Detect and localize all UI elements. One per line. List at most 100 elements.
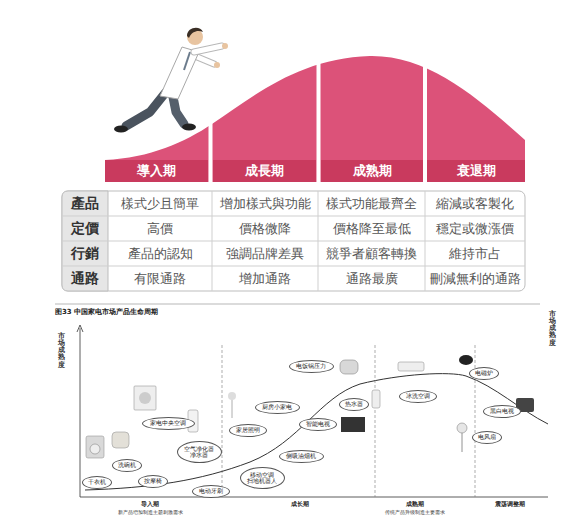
appliance-name: 电风扇 <box>478 434 496 440</box>
table-cell: 縮減或客製化 <box>425 191 525 216</box>
phase-divider <box>375 345 376 497</box>
ac-fan <box>139 392 151 404</box>
stage-band: 成長期 <box>213 160 316 182</box>
axis-title: 市场成熟度 <box>549 311 556 347</box>
appliance-name: 洗碗机 <box>118 462 136 468</box>
table-cell: 價格降至最低 <box>318 216 425 241</box>
axis-arrow <box>77 325 83 332</box>
stage-dividers <box>211 30 426 184</box>
stage-band: 導入期 <box>105 160 208 182</box>
washer-icon <box>86 436 104 458</box>
stage-name: 導入期 <box>137 162 176 180</box>
appliance-name: 黑白电视 <box>490 408 514 414</box>
phase-name: 成长期 <box>291 500 309 509</box>
stage-name: 成熟期 <box>353 162 392 180</box>
washer-door <box>90 444 100 454</box>
appliance-name: 冰洗空调 <box>406 393 430 399</box>
appliance-name: 智能电视 <box>306 421 330 427</box>
appliance-name: 侧吸油烟机 <box>286 453 316 459</box>
table-cell: 通路最廣 <box>318 266 425 291</box>
appliance-name: 家电中央空调 <box>150 420 186 426</box>
man-tie <box>184 52 190 70</box>
appliance-name: 电饭锅压力 <box>296 363 326 369</box>
table-cell: 增加通路 <box>212 266 318 291</box>
man-leg <box>126 92 166 126</box>
appliance-name: 家居照明 <box>236 427 260 433</box>
man-shoe <box>182 124 196 131</box>
appliance-bubble: 电磁炉 <box>469 367 499 380</box>
phase-divider <box>222 345 223 497</box>
x-axis <box>80 497 548 498</box>
appliance-name: 厨房小家电 <box>262 404 292 410</box>
phase-dividers <box>222 345 475 497</box>
cooker-icon <box>112 432 129 448</box>
appliance-name: 热水器 <box>345 401 363 407</box>
ac-unit-icon <box>134 386 156 410</box>
table-cell: 增加樣式與功能 <box>212 191 318 216</box>
appliance-bubble: 侧吸油烟机 <box>279 450 324 463</box>
table-cell: 維持市占 <box>425 241 525 266</box>
row-header: 定價 <box>62 216 108 241</box>
phase-name: 导入期 <box>141 500 159 509</box>
appliance-name: 空气净化器 净水器 <box>184 446 214 459</box>
appliance-bubble: 冰洗空调 <box>399 390 437 403</box>
divider <box>317 30 321 184</box>
axis-title: 市场成熟度 <box>58 333 65 369</box>
appliance-bubble: 厨房小家电 <box>255 401 300 414</box>
divider <box>209 30 213 184</box>
table-cell: 產品的認知 <box>108 241 212 266</box>
phase-note: 新产品增加制造主题刺激需求 <box>118 509 183 515</box>
table-cell: 高價 <box>108 216 212 241</box>
appliance-name: 干衣机 <box>88 479 106 485</box>
man-arm <box>194 46 222 52</box>
lamp-shade <box>228 392 236 400</box>
appliance-bubble: 电饭锅压力 <box>289 360 334 373</box>
table-cell: 穩定或微漲價 <box>425 216 525 241</box>
table-cell: 樣式功能最齊全 <box>318 191 425 216</box>
stage-name: 成長期 <box>245 162 284 180</box>
appliance-bubble: 电风扇 <box>472 431 502 444</box>
figure-title: 图33 中国家电市场产品生命周期 <box>55 307 158 317</box>
phase-note: 传统产品升级制造主要需求 <box>385 509 445 515</box>
col-line <box>318 191 319 291</box>
man-hand <box>222 43 228 49</box>
appliance-bubble: 热水器 <box>339 398 369 411</box>
heater-icon <box>372 390 380 408</box>
appliance-bubble: 洗碗机 <box>112 459 142 472</box>
appliance-bubble: 干衣机 <box>82 476 112 489</box>
table-cell: 刪減無利的通路 <box>425 266 525 291</box>
row-line <box>62 241 525 242</box>
stage-band: 成熟期 <box>321 160 423 182</box>
table-cell: 樣式少且簡單 <box>108 191 212 216</box>
man-hair <box>187 28 203 38</box>
appliance-bubble: 移动空调 扫地机器人 <box>240 467 285 489</box>
man-shoe <box>114 126 128 133</box>
tv-icon <box>341 417 365 432</box>
table-cell: 有限通路 <box>108 266 212 291</box>
ac-icon <box>398 362 424 371</box>
lifecycle-area <box>105 56 525 182</box>
table-lines <box>62 191 525 291</box>
man-hand <box>214 62 220 68</box>
row-line <box>62 216 525 217</box>
appliance-bubble: 电动牙刷 <box>192 485 230 498</box>
man-arm <box>194 46 222 52</box>
appliance-name: 电动牙刷 <box>199 488 223 494</box>
row-header: 產品 <box>62 191 108 216</box>
table-cell: 強調品牌差異 <box>212 241 318 266</box>
stage-band: 衰退期 <box>427 160 525 182</box>
appliance-name: 电磁炉 <box>475 370 493 376</box>
walking-man <box>114 28 228 133</box>
appliance-name: 移动空调 扫地机器人 <box>247 472 277 485</box>
phase-name: 成熟期 <box>406 500 424 509</box>
stage-name: 衰退期 <box>457 162 496 180</box>
y-axis <box>80 328 81 497</box>
table-cell: 價格微降 <box>212 216 318 241</box>
table-cell: 競爭者顧客轉換 <box>318 241 425 266</box>
col-line <box>212 191 213 291</box>
table-grid <box>62 191 525 291</box>
induction-icon <box>459 355 473 365</box>
appliance-bubble: 按摩椅 <box>138 475 168 488</box>
